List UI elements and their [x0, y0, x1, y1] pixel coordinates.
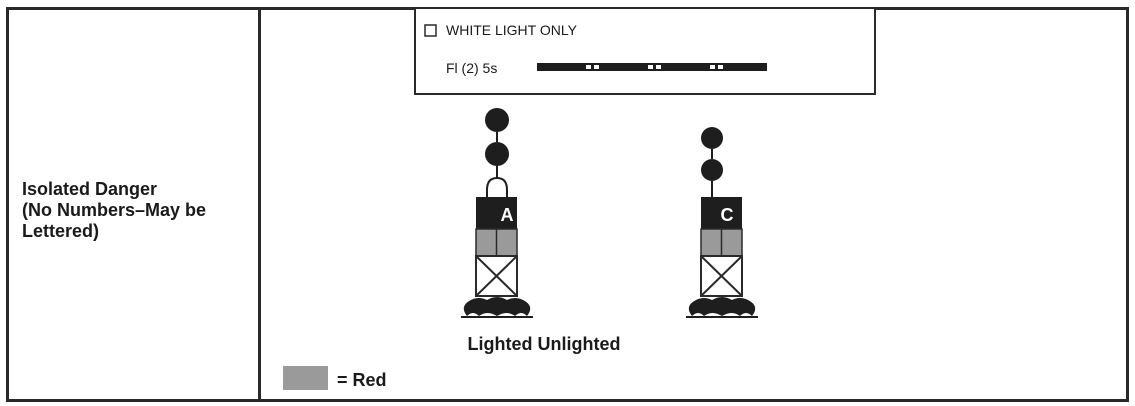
- buoy-letter: A: [501, 205, 514, 225]
- topmark-sphere-lower: [701, 159, 723, 181]
- legend: = Red: [283, 366, 387, 390]
- lattice-brace: [475, 255, 518, 297]
- light-characteristic-panel: WHITE LIGHT ONLY Fl (2) 5s: [414, 7, 876, 95]
- buoy-letter: C: [721, 205, 734, 225]
- buoy-caption: Lighted Unlighted: [468, 334, 621, 354]
- label-cell: Isolated Danger (No Numbers–May be Lette…: [9, 10, 261, 399]
- flash-mark: [594, 65, 599, 69]
- flash-marks: [586, 65, 723, 69]
- buoy-c: C: [686, 127, 758, 318]
- rhythm-label: Fl (2) 5s: [446, 60, 497, 76]
- legend-swatch-red: [283, 366, 328, 390]
- flash-mark: [586, 65, 591, 69]
- buoy-hull: [463, 297, 531, 316]
- topmark-sphere-upper: [485, 108, 509, 132]
- light-panel-box: [414, 7, 876, 95]
- flash-mark: [648, 65, 653, 69]
- buoy-a: A: [461, 108, 533, 318]
- category-label: Isolated Danger (No Numbers–May be Lette…: [22, 179, 207, 241]
- diagram-cell: WHITE LIGHT ONLY Fl (2) 5s A: [261, 7, 1126, 399]
- lattice-brace: [700, 255, 743, 297]
- light-panel-heading: WHITE LIGHT ONLY: [446, 22, 578, 38]
- buoy-band-black: [476, 197, 517, 229]
- legend-label: = Red: [337, 370, 387, 390]
- lantern-icon: [486, 176, 508, 197]
- topmark-sphere-lower: [485, 142, 509, 166]
- flash-mark: [656, 65, 661, 69]
- topmark-sphere-upper: [701, 127, 723, 149]
- buoy-hull: [688, 297, 756, 316]
- table-row: Isolated Danger (No Numbers–May be Lette…: [6, 7, 1129, 402]
- flash-mark: [718, 65, 723, 69]
- checkbox-icon: [424, 24, 437, 37]
- buoy-band-black: [701, 197, 742, 229]
- flash-mark: [710, 65, 715, 69]
